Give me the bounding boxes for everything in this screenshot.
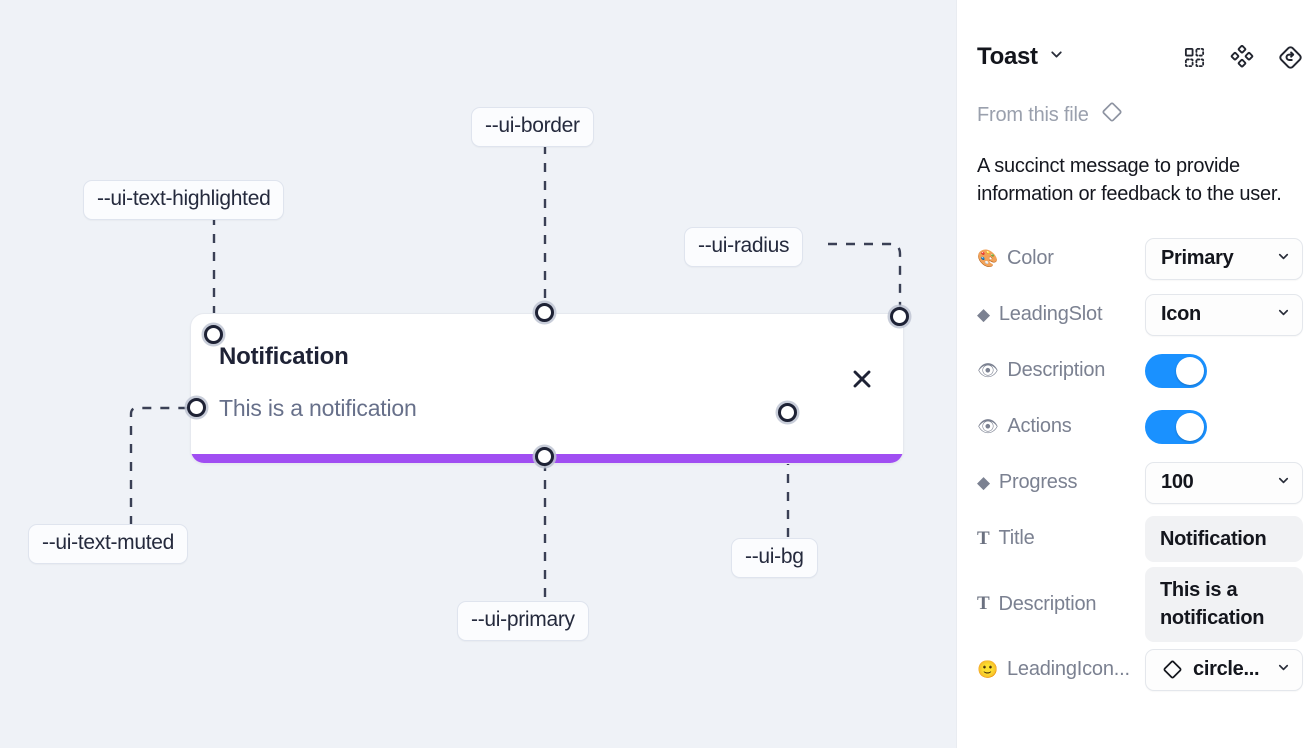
- property-label-actions: 👁 Actions: [977, 415, 1145, 438]
- property-row-actions-toggle: 👁 Actions: [977, 399, 1303, 455]
- token-pill-ui-border[interactable]: --ui-border: [471, 107, 594, 148]
- component-set-icon[interactable]: [1181, 44, 1207, 70]
- property-name: Actions: [1007, 415, 1072, 438]
- text-glyph-icon: T: [977, 527, 990, 549]
- property-control-leadingicon: circle...: [1145, 648, 1303, 691]
- token-pill-ui-radius[interactable]: --ui-radius: [684, 227, 804, 268]
- panel-header-icons: [1181, 44, 1303, 70]
- toggle-knob: [1176, 412, 1204, 441]
- property-label-leadingicon: 🙂 LeadingIcon...: [977, 658, 1145, 681]
- panel-title: Toast: [977, 43, 1038, 70]
- color-select-value: Primary: [1161, 247, 1234, 270]
- diamond-component-icon: [1161, 658, 1184, 681]
- toast-component[interactable]: Notification This is a notification: [190, 313, 904, 464]
- property-name: Description: [1007, 359, 1106, 382]
- eye-emoji-icon: 👁: [977, 361, 999, 381]
- property-name: Description: [998, 592, 1097, 615]
- property-control-color: Primary: [1145, 237, 1303, 280]
- anchor-handle-border[interactable]: [535, 303, 554, 322]
- chevron-down-icon: [1276, 303, 1291, 326]
- variants-cluster-icon[interactable]: [1229, 44, 1255, 70]
- anchor-handle-radius[interactable]: [890, 307, 909, 326]
- token-pill-ui-bg[interactable]: --ui-bg: [731, 538, 818, 579]
- property-name: LeadingIcon...: [1006, 658, 1130, 681]
- property-row-description-text: T Description This is a notification: [977, 566, 1303, 642]
- property-control-title: Notification: [1145, 515, 1303, 562]
- property-name: Title: [998, 527, 1035, 550]
- token-pill-ui-text-highlighted[interactable]: --ui-text-highlighted: [83, 180, 285, 221]
- progress-select-value: 100: [1161, 471, 1194, 494]
- text-glyph-icon: T: [977, 593, 990, 615]
- property-label-description-text: T Description: [977, 593, 1145, 616]
- anchor-handle-text-highlighted[interactable]: [204, 325, 223, 344]
- property-row-leadingslot: ◆ LeadingSlot Icon: [977, 287, 1303, 343]
- palette-emoji-icon: 🎨: [977, 249, 998, 269]
- close-x-icon[interactable]: [849, 366, 875, 392]
- property-control-description-text: This is a notification: [1145, 566, 1303, 642]
- from-this-file-row[interactable]: From this file: [977, 100, 1303, 130]
- leadingslot-select[interactable]: Icon: [1145, 293, 1303, 336]
- color-select[interactable]: Primary: [1145, 237, 1303, 280]
- title-text-input[interactable]: Notification: [1145, 515, 1303, 562]
- from-this-file-label: From this file: [977, 103, 1089, 126]
- description-toggle[interactable]: [1145, 353, 1207, 388]
- anchor-handle-primary[interactable]: [535, 447, 554, 466]
- diamond-component-icon: [1100, 100, 1124, 130]
- property-control-leadingslot: Icon: [1145, 293, 1303, 336]
- property-row-description-toggle: 👁 Description: [977, 343, 1303, 399]
- leadingicon-select[interactable]: circle...: [1145, 648, 1303, 691]
- chevron-down-icon: [1276, 247, 1291, 270]
- property-name: Color: [1006, 247, 1054, 270]
- property-row-progress: ◆ Progress 100: [977, 455, 1303, 511]
- leadingicon-select-value: circle...: [1193, 658, 1260, 681]
- actions-toggle[interactable]: [1145, 409, 1207, 444]
- design-canvas[interactable]: Notification This is a notification --ui…: [0, 0, 956, 748]
- property-label-progress: ◆ Progress: [977, 471, 1145, 494]
- chevron-down-icon: [1276, 658, 1291, 681]
- chevron-down-icon[interactable]: [1048, 46, 1065, 68]
- property-label-title: T Title: [977, 527, 1145, 550]
- property-name: Progress: [998, 471, 1078, 494]
- anchor-handle-bg[interactable]: [778, 403, 797, 422]
- token-pill-ui-primary[interactable]: --ui-primary: [457, 601, 589, 642]
- anchor-handle-text-muted[interactable]: [187, 398, 206, 417]
- property-label-color: 🎨 Color: [977, 247, 1145, 270]
- property-label-description: 👁 Description: [977, 359, 1145, 382]
- property-list: 🎨 Color Primary ◆ LeadingSlot: [977, 231, 1303, 698]
- smiley-emoji-icon: 🙂: [977, 660, 998, 680]
- component-description: A succinct message to provide informatio…: [977, 155, 1282, 206]
- panel-header: Toast: [977, 28, 1303, 86]
- reset-instance-icon[interactable]: [1277, 44, 1303, 70]
- toast-title: Notification: [219, 343, 349, 370]
- property-control-description: [1145, 353, 1303, 388]
- progress-select[interactable]: 100: [1145, 461, 1303, 504]
- property-label-leadingslot: ◆ LeadingSlot: [977, 303, 1145, 326]
- toast-description: This is a notification: [219, 395, 417, 421]
- properties-panel: Toast: [956, 0, 1312, 748]
- description-text-input[interactable]: This is a notification: [1145, 566, 1303, 642]
- toggle-knob: [1176, 356, 1204, 385]
- leadingslot-select-value: Icon: [1161, 303, 1201, 326]
- property-name: LeadingSlot: [998, 303, 1103, 326]
- property-control-actions: [1145, 409, 1303, 444]
- diamond-emoji-icon: ◆: [977, 305, 990, 325]
- property-row-leadingicon: 🙂 LeadingIcon... circle...: [977, 642, 1303, 698]
- chevron-down-icon: [1276, 471, 1291, 494]
- property-row-color: 🎨 Color Primary: [977, 231, 1303, 287]
- diamond-emoji-icon: ◆: [977, 473, 990, 493]
- property-control-progress: 100: [1145, 461, 1303, 504]
- property-row-title: T Title Notification: [977, 511, 1303, 567]
- token-pill-ui-text-muted[interactable]: --ui-text-muted: [28, 524, 189, 565]
- eye-emoji-icon: 👁: [977, 417, 999, 437]
